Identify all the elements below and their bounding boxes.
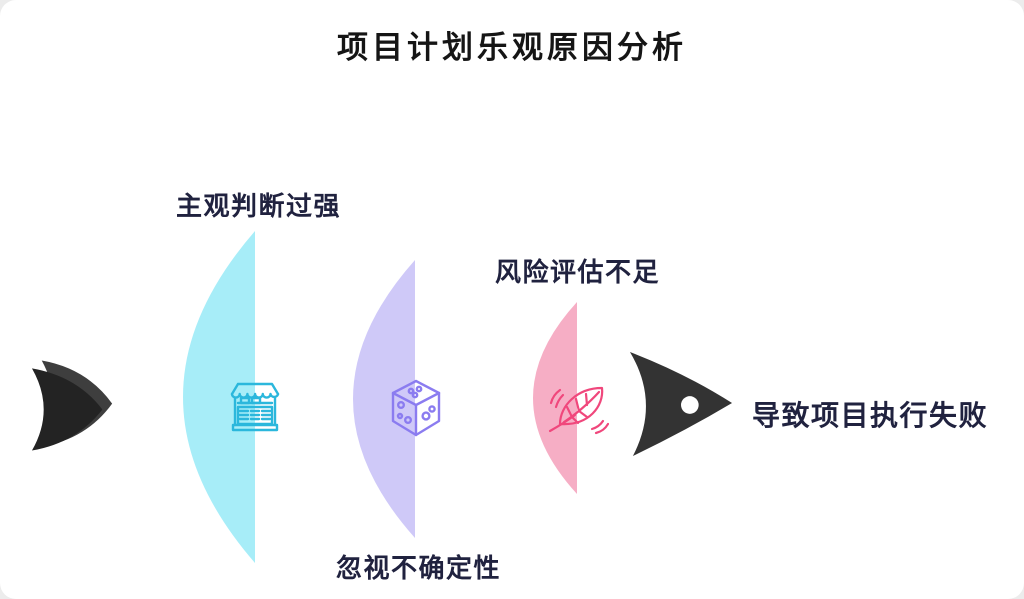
fish-tail-icon xyxy=(31,360,113,451)
cause-shape-2 xyxy=(353,260,415,538)
storefront-icon xyxy=(230,382,280,432)
cause-shape-1 xyxy=(183,231,255,563)
cause-shape-3 xyxy=(533,302,577,494)
fish-head-arrow-icon xyxy=(629,352,733,457)
cause-label-subjective-judgment: 主观判断过强 xyxy=(176,191,342,221)
dice-icon xyxy=(391,379,441,437)
cause-label-ignore-uncertainty: 忽视不确定性 xyxy=(336,553,502,583)
result-label: 导致项目执行失败 xyxy=(752,400,989,431)
diagram-title: 项目计划乐观原因分析 xyxy=(337,30,687,65)
cause-label-risk-assessment: 风险评估不足 xyxy=(495,257,661,287)
leaf-icon xyxy=(548,386,609,435)
